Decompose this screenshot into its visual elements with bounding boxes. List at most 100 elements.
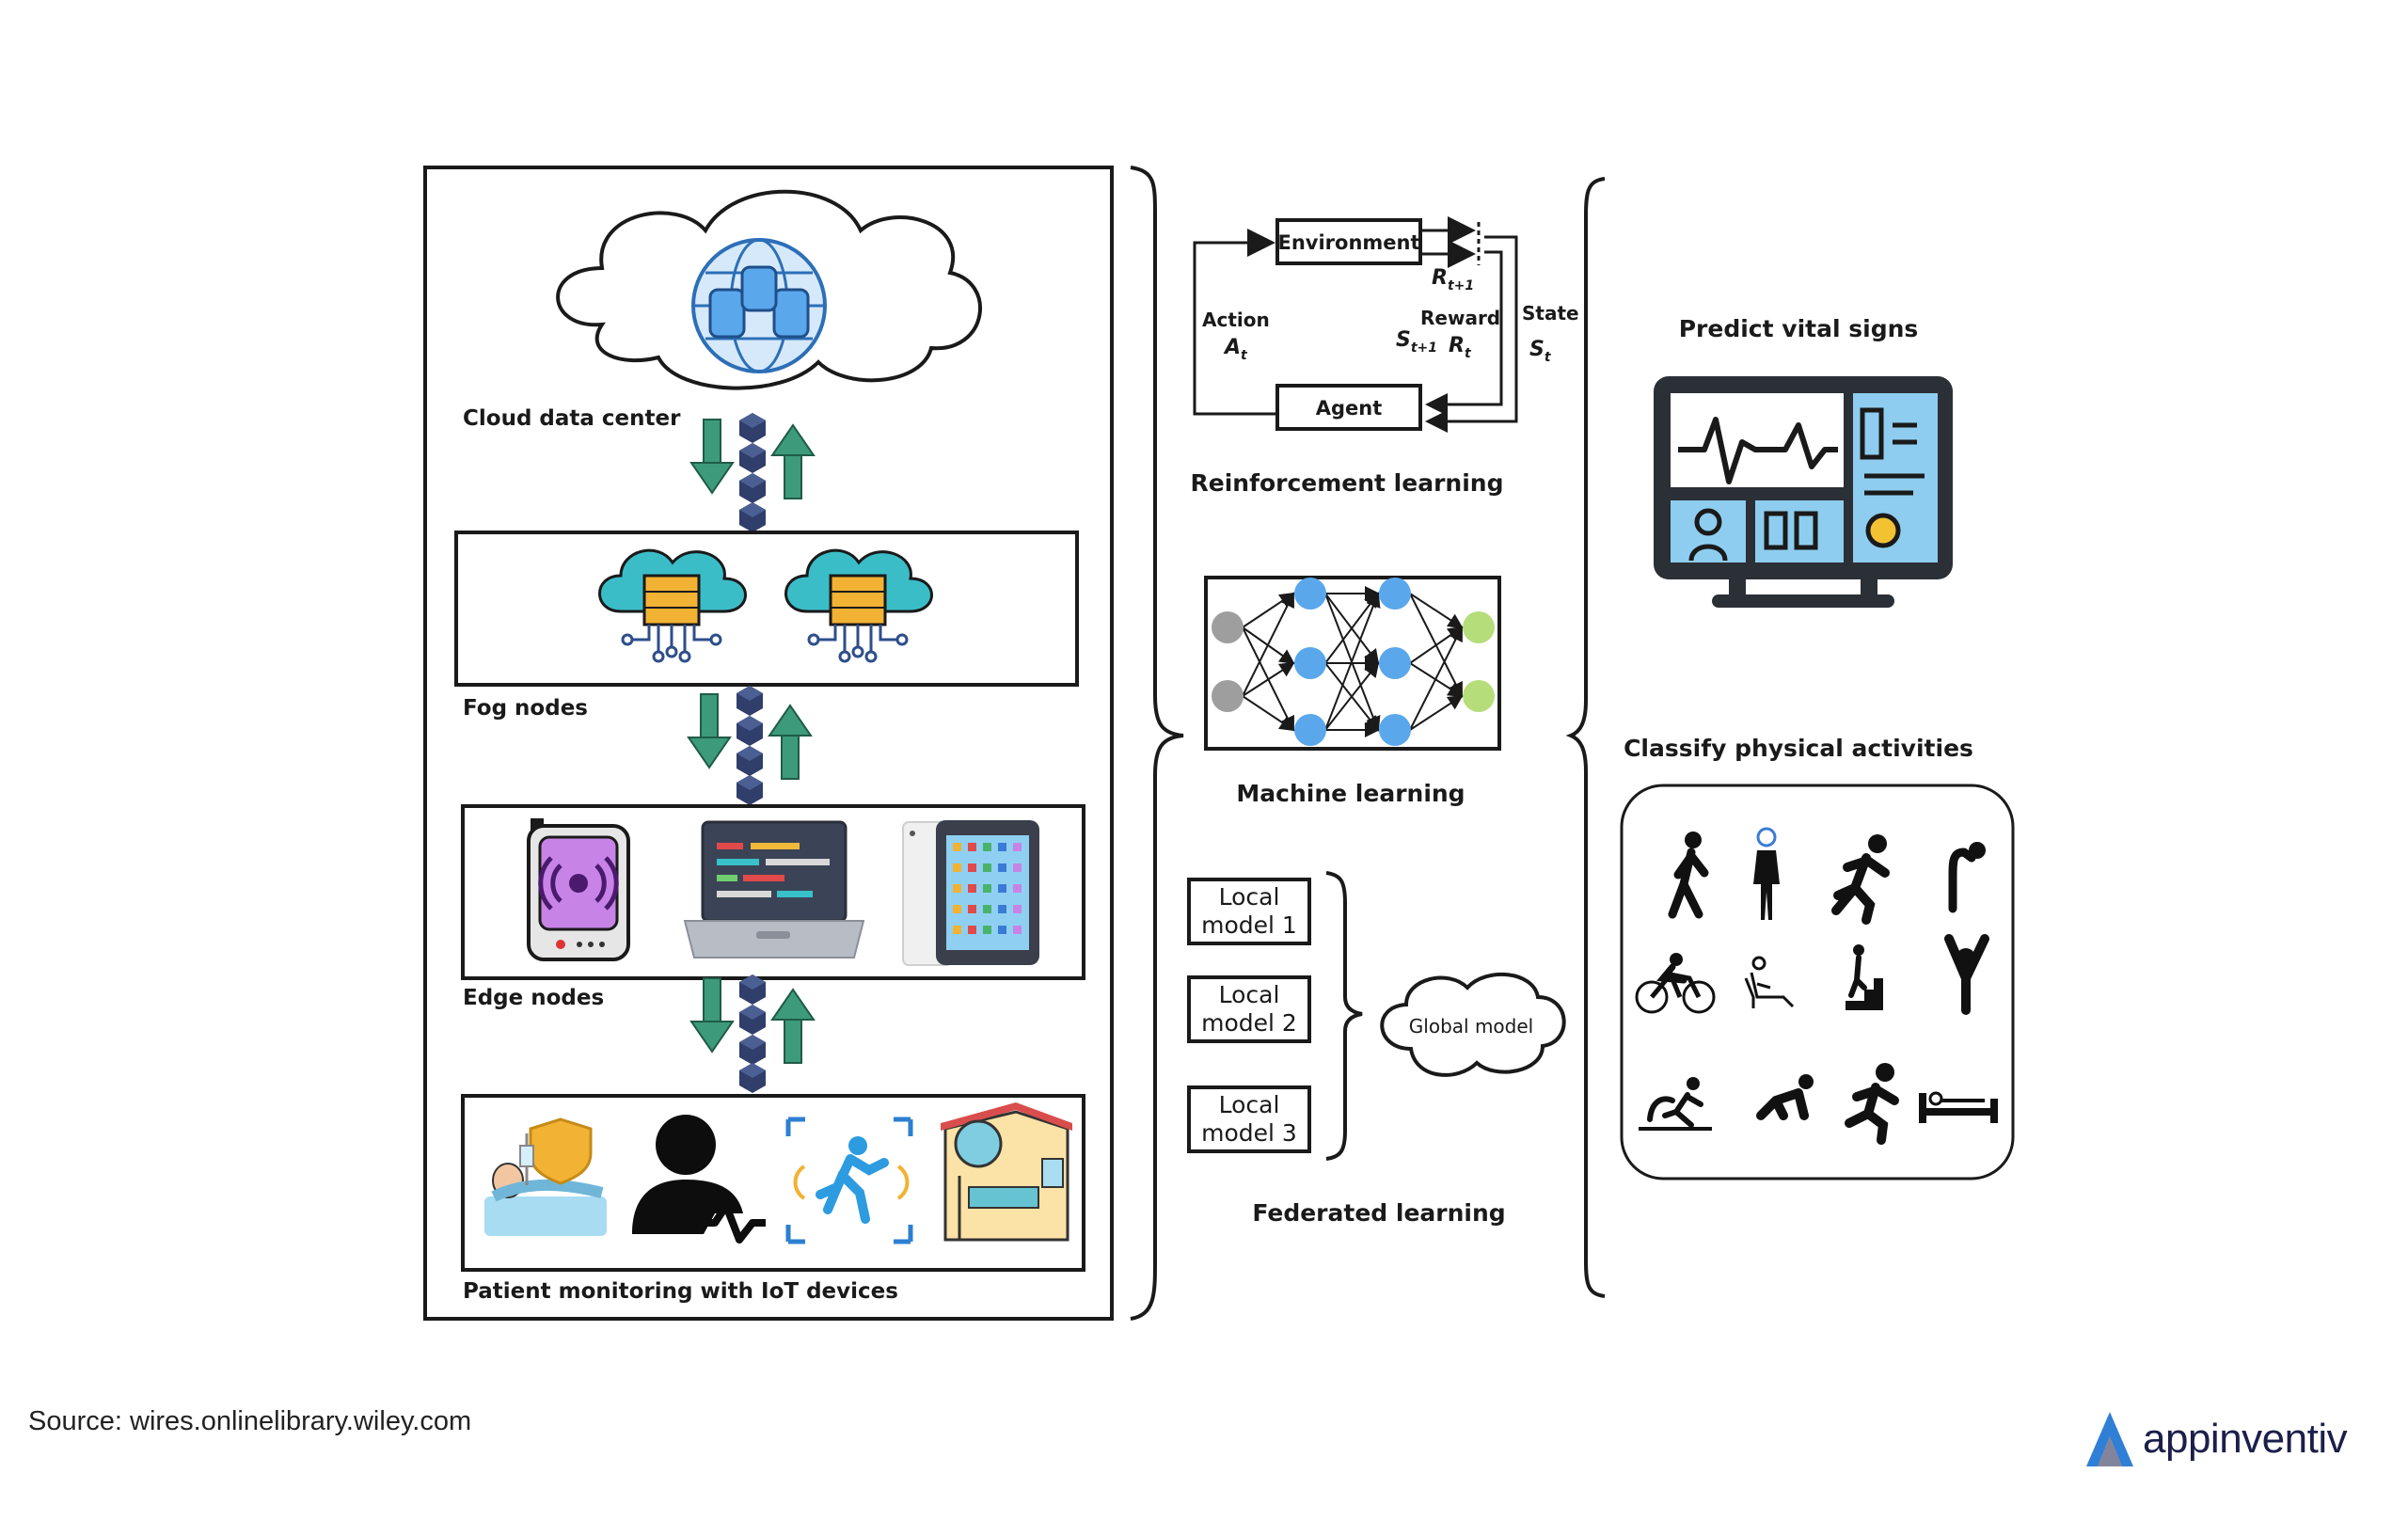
reward-subscript: t [1465, 346, 1472, 361]
tablet-app-icon [983, 905, 991, 913]
nn-edge [1409, 593, 1464, 629]
next-reward-subscript: t+1 [1448, 278, 1474, 293]
walking-person-icon [1668, 832, 1709, 919]
tablet-app-icon [998, 926, 1006, 934]
nn-edge [1242, 695, 1295, 732]
environment-box [1275, 218, 1422, 265]
nn-node [1294, 714, 1326, 746]
nn-node [1294, 578, 1326, 610]
local-model-3-line1: Local [1219, 1091, 1280, 1118]
arms-raised-icon [1944, 934, 1989, 1015]
nn-node [1379, 578, 1411, 610]
globe-database-icon [691, 238, 827, 373]
down-arrow-icon [690, 977, 734, 1053]
tablet-app-icon [1013, 905, 1022, 913]
fog-nodes-label: Fog nodes [463, 696, 588, 721]
reward-label: Reward [1420, 307, 1500, 329]
vital-signs-monitor-icon [1654, 376, 1953, 608]
nn-edge [1242, 592, 1294, 697]
tablet-app-icon [1013, 926, 1022, 934]
classify-activities-title: Classify physical activities [1624, 735, 1973, 762]
svg-text:At: At [1223, 336, 1248, 363]
sprinting-person-icon [1845, 1063, 1899, 1145]
local-model-2-line2: model 2 [1201, 1009, 1297, 1037]
hospital-telehealth-icon [941, 1102, 1072, 1242]
brand-logo: appinventiv [2081, 1406, 2348, 1472]
tablet-app-icon [983, 863, 991, 872]
nn-node [1294, 647, 1326, 679]
nn-node [1463, 611, 1495, 643]
tablet-app-icon [953, 884, 961, 893]
state-symbol: S [1529, 338, 1545, 361]
state-label: State [1522, 302, 1579, 325]
reinforcement-learning-diagram: Environment Agent Action At Rt+1 Reward … [1193, 216, 1579, 433]
laptop-icon [683, 820, 865, 959]
tablet-app-icon [968, 863, 976, 872]
neural-network [1212, 578, 1495, 746]
iot-monitoring-label: Patient monitoring with IoT devices [463, 1279, 898, 1304]
wearable-device-icon [527, 818, 630, 961]
nn-edge [1409, 626, 1463, 731]
connector-fog-edge [688, 686, 812, 805]
tablet-app-icon [953, 863, 961, 872]
svg-text:Rt+1: Rt+1 [1432, 266, 1474, 293]
cloud-data-center-label: Cloud data center [463, 406, 681, 431]
local-model-3-box [1187, 1085, 1311, 1153]
tablet-app-icon [953, 843, 961, 851]
fog-nodes-box [454, 531, 1079, 687]
tablet-app-icon [968, 843, 976, 851]
nn-node [1379, 714, 1411, 746]
federated-brace [1325, 871, 1363, 1161]
motion-tracking-icon [785, 1117, 913, 1244]
activities-panel [1620, 784, 2015, 1180]
agent-label: Agent [1316, 397, 1383, 420]
fog-server-icon [784, 548, 933, 663]
up-arrow-icon [771, 424, 815, 499]
jumping-person-icon [1639, 1077, 1712, 1131]
nn-edge [1409, 694, 1464, 731]
reclining-person-icon [1744, 956, 1795, 1008]
machine-learning-title: Machine learning [1236, 780, 1465, 807]
down-arrow-icon [688, 693, 731, 768]
running-person-icon [1831, 834, 1890, 925]
global-model-label: Global model [1409, 1015, 1533, 1038]
svg-text:St: St [1529, 338, 1552, 365]
tablet-app-icon [1013, 884, 1022, 893]
nn-node [1212, 611, 1244, 643]
global-model-cloud [1380, 972, 1566, 1077]
tablet-app-icon [1013, 863, 1022, 872]
tablet-app-icon [953, 905, 961, 913]
local-model-1-line2: model 1 [1201, 911, 1297, 939]
up-arrow-icon [771, 989, 815, 1064]
left-brace [1130, 166, 1184, 1321]
action-label: Action [1202, 309, 1270, 331]
tablet-app-icon [983, 843, 991, 851]
tablet-app-icon [998, 863, 1006, 872]
user-heartbeat-icon [632, 1115, 766, 1244]
tablet-app-icon [998, 884, 1006, 893]
edge-nodes-label: Edge nodes [463, 986, 604, 1010]
tablet-app-icon [968, 884, 976, 893]
tablet-app-icon [1013, 843, 1022, 851]
right-brace [1565, 177, 1606, 1298]
cycling-person-icon [1635, 953, 1716, 1014]
tablet-app-icon [983, 884, 991, 893]
svg-text:St+1: St+1 [1396, 328, 1437, 356]
connector-edge-iot [690, 974, 815, 1093]
reward-symbol: R [1449, 334, 1465, 357]
standing-person-icon [1753, 827, 1780, 920]
reinforcement-learning-title: Reinforcement learning [1191, 469, 1504, 497]
down-arrow-icon [690, 419, 734, 494]
nn-edge [1242, 661, 1295, 697]
tablet-app-icon [998, 905, 1006, 913]
tablet-app-icon [998, 843, 1006, 851]
next-state-symbol: S [1396, 328, 1411, 352]
agent-box [1275, 384, 1422, 431]
crawling-person-icon [1756, 1074, 1814, 1120]
nn-edge [1324, 661, 1380, 731]
tablet-app-icon [968, 926, 976, 934]
up-arrow-icon [768, 705, 812, 780]
tablet-app-icon [953, 926, 961, 934]
appinventiv-logo-icon [2086, 1412, 2133, 1466]
nn-node [1463, 680, 1495, 712]
